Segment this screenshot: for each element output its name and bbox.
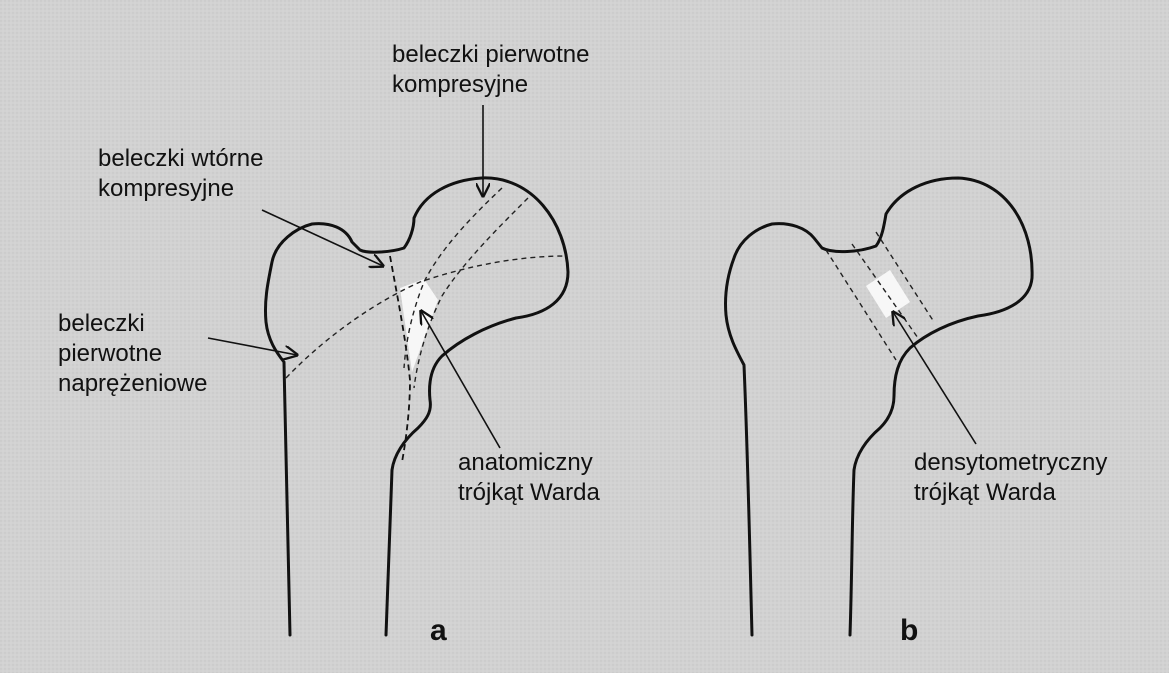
label-ward-densitometric-line2: trójkąt Warda	[914, 479, 1056, 506]
label-primary-compressive-line2: kompresyjne	[392, 71, 528, 98]
label-primary-compressive-line1: beleczki pierwotne	[392, 41, 589, 68]
label-ward-anatomical-line1: anatomiczny	[458, 449, 593, 476]
panel-letter-b: b	[900, 614, 918, 647]
label-primary-tensile-line1: beleczki	[58, 310, 145, 337]
label-ward-densitometric-line1: densytometryczny	[914, 449, 1107, 476]
label-secondary-compressive-line1: beleczki wtórne	[98, 145, 263, 172]
panel-letter-a: a	[430, 614, 447, 647]
label-primary-tensile-line2: pierwotne	[58, 340, 162, 367]
label-primary-tensile-line3: naprężeniowe	[58, 370, 207, 397]
label-secondary-compressive-line2: kompresyjne	[98, 175, 234, 202]
label-ward-anatomical-line2: trójkąt Warda	[458, 479, 600, 506]
